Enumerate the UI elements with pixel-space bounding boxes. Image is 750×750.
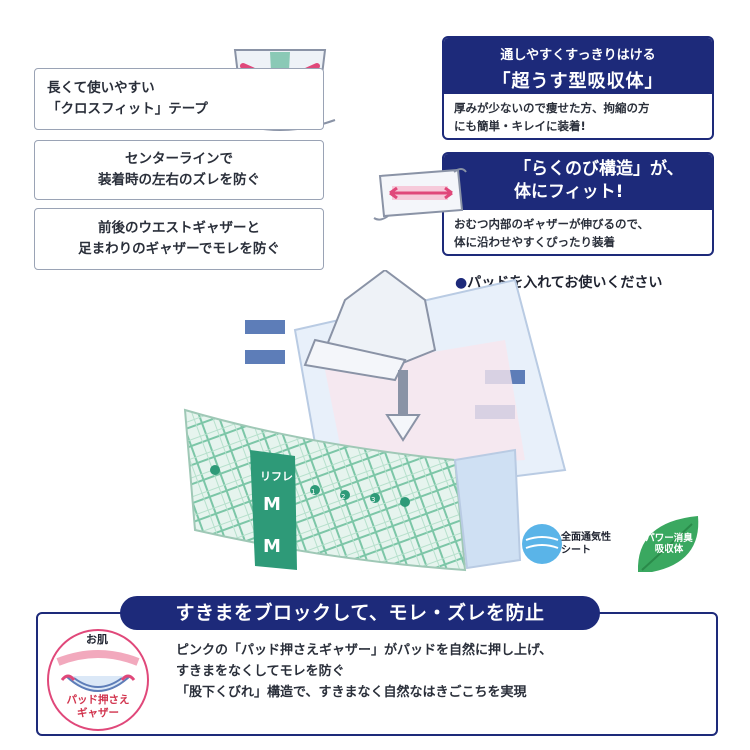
number-label: 3 — [371, 496, 375, 504]
breathable-sheet-badge — [522, 524, 562, 564]
leak-prevention-description: ピンクの「パッド押さえギャザー」がパッドを自然に押し上げ、 すきまをなくしてモレ… — [176, 640, 552, 703]
thin-absorbent-title: 「超うす型吸収体」 — [492, 71, 664, 92]
thin-absorbent-box: 通しやすくすっきりはける 「超うす型吸収体」 厚みが少ないので痩せた方、拘縮の方… — [442, 36, 714, 140]
badge-text: シート — [561, 545, 591, 556]
stretch-structure-header: 「らくのび構造」が、 体にフィット! — [444, 154, 712, 210]
leak-prevention-panel — [36, 612, 718, 736]
feature-text: 足まわりのギャザーでモレを防ぐ — [78, 241, 280, 257]
feature-text: 装着時の左右のズレを防ぐ — [98, 172, 260, 188]
description-line: 体に沿わせやすくぴったり装着 — [454, 234, 615, 249]
stretch-illustration — [373, 168, 467, 221]
center-line-feature: センターラインで 装着時の左右のズレを防ぐ — [34, 140, 324, 200]
description-line: すきまをなくしてモレを防ぐ — [176, 664, 345, 680]
stretch-structure-title: 「らくのび構造」が、 — [514, 159, 684, 179]
thin-absorbent-subtitle: 通しやすくすっきりはける — [500, 48, 656, 63]
description-line: ピンクの「パッド押さえギャザー」がパッドを自然に押し上げ、 — [176, 643, 553, 658]
brand-mark: リフレ — [260, 470, 293, 483]
leaf-icon — [637, 516, 699, 572]
badge-text: パワー消臭 — [645, 533, 693, 544]
pad-gather-cross-section — [47, 629, 149, 731]
breathable-sheet-label: 全面通気性 シート — [561, 531, 611, 557]
stretch-structure-box: 「らくのび構造」が、 体にフィット! おむつ内部のギャザーが伸びるので、 体に沿… — [442, 152, 714, 256]
skin-label: お肌 — [86, 633, 108, 646]
deodorant-absorbent-label: パワー消臭 吸収体 — [642, 533, 696, 556]
feature-text: センターラインで — [125, 151, 233, 168]
leak-prevention-heading: すきまをブロックして、モレ・ズレを防止 — [120, 596, 600, 630]
badge-text: 吸収体 — [654, 544, 684, 556]
gather-text: パッド押さえ — [66, 694, 130, 706]
gather-text: ギャザー — [77, 706, 119, 719]
pad-gather-label: パッド押さえ ギャザー — [66, 694, 130, 719]
gather-feature: 前後のウエストギャザーと 足まわりのギャザーでモレを防ぐ — [34, 208, 324, 270]
feature-text: 長くて使いやすい — [47, 80, 155, 97]
bullet-icon: ● — [455, 275, 468, 291]
badge-text: 全面通気性 — [561, 532, 611, 543]
number-label: 2 — [341, 493, 345, 501]
description-line: 「股下くびれ」構造で、すきまなく自然なはきごこちを実現 — [176, 685, 527, 701]
feature-text: 前後のウエストギャザーと — [98, 220, 260, 237]
stretch-structure-title: 体にフィット! — [514, 181, 624, 202]
size-label: M — [263, 494, 281, 515]
crossfit-tape-feature: 長くて使いやすい 「クロスフィット」テープ — [34, 68, 324, 130]
thin-absorbent-description: 厚みが少ないので痩せた方、拘縮の方 にも簡単・キレイに装着! — [444, 94, 712, 138]
stretch-structure-description: おむつ内部のギャザーが伸びるので、 体に沿わせやすくぴったり装着 — [444, 210, 712, 254]
thin-absorbent-header: 通しやすくすっきりはける 「超うす型吸収体」 — [444, 38, 712, 94]
number-label: 1 — [311, 488, 315, 496]
diaper-illustration: リフレ M M 1 2 3 — [183, 270, 567, 572]
feature-text: 「クロスフィット」テープ — [47, 101, 208, 117]
description-line: にも簡単・キレイに装着! — [454, 118, 586, 133]
description-line: おむつ内部のギャザーが伸びるので、 — [454, 217, 650, 231]
description-line: 厚みが少ないので痩せた方、拘縮の方 — [454, 101, 650, 115]
size-label: M — [263, 536, 281, 557]
